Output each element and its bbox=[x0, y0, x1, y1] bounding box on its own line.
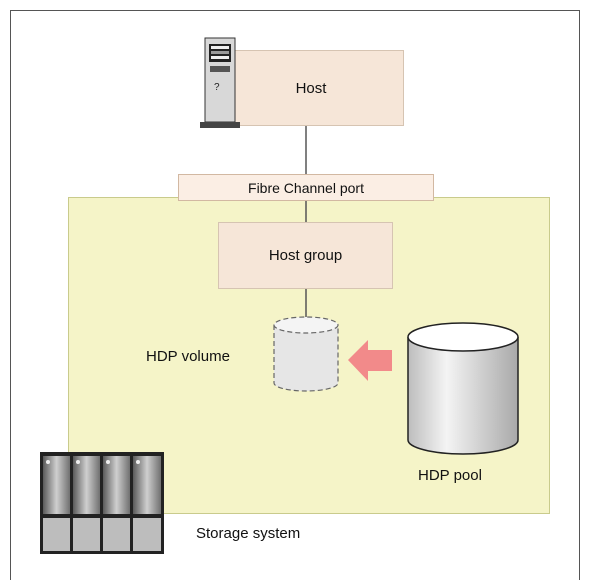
hdp-volume-label: HDP volume bbox=[146, 348, 230, 365]
storage-rack-icon bbox=[40, 452, 164, 554]
hdp-pool-label: HDP pool bbox=[418, 467, 482, 484]
host-group-node: Host group bbox=[218, 222, 393, 289]
server-icon: ? bbox=[200, 37, 240, 128]
storage-system-label: Storage system bbox=[196, 525, 301, 542]
host-group-label: Host group bbox=[268, 247, 343, 264]
fibre-channel-port-node: Fibre Channel port bbox=[178, 174, 434, 201]
svg-text:?: ? bbox=[214, 82, 220, 93]
allocation-arrow bbox=[348, 340, 392, 381]
host-node: Host bbox=[218, 50, 404, 126]
host-label: Host bbox=[295, 79, 327, 97]
hdp-pool-icon bbox=[407, 322, 519, 455]
hdp-volume-icon bbox=[273, 316, 339, 392]
fibre-channel-port-label: Fibre Channel port bbox=[248, 179, 364, 196]
diagram-frame bbox=[10, 10, 580, 580]
